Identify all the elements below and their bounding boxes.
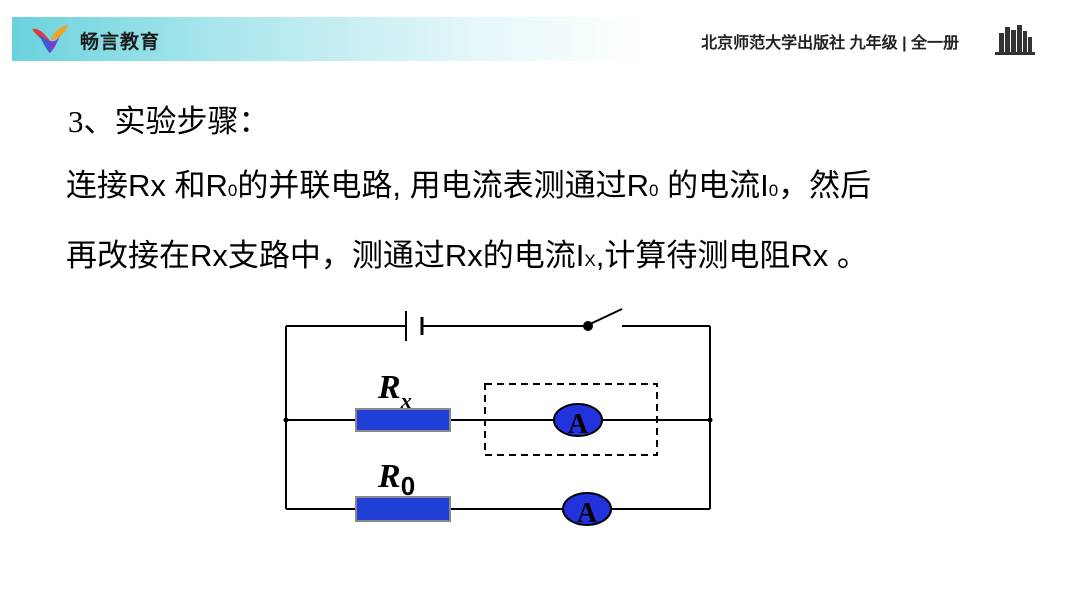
ammeter-rx-label: A — [568, 409, 589, 440]
ammeter-rx: A — [553, 403, 603, 440]
ammeter-r0-label: A — [577, 498, 598, 529]
resistor-rx — [355, 408, 451, 432]
r0-label: R0 — [377, 458, 415, 501]
publisher-info: 北京师范大学出版社 九年级 | 全一册 — [701, 35, 959, 52]
header-banner: 畅言教育 北京师范大学出版社 九年级 | 全一册 — [12, 17, 1039, 61]
brand-name: 畅言教育 — [80, 32, 161, 53]
bird-logo-icon — [32, 25, 68, 53]
switch-pivot — [583, 321, 593, 331]
switch-blade — [587, 308, 623, 326]
rx-label: Rx — [377, 369, 412, 413]
books-icon — [995, 25, 1035, 55]
instruction-line-1: 连接Rx 和R0的并联电路, 用电流表测通过R0 的电流I0，然后 — [66, 168, 872, 203]
junction-left — [283, 417, 289, 423]
step-title: 3、实验步骤： — [68, 104, 270, 139]
circuit-diagram: Rx R0 A A — [283, 308, 713, 529]
instruction-line-2: 再改接在Rx支路中，测通过Rx的电流IX,计算待测电阻Rx 。 — [66, 238, 868, 273]
dashed-ammeter-box — [484, 383, 658, 456]
resistor-r0 — [355, 496, 451, 522]
ammeter-r0: A — [562, 492, 612, 529]
junction-right — [707, 417, 713, 423]
